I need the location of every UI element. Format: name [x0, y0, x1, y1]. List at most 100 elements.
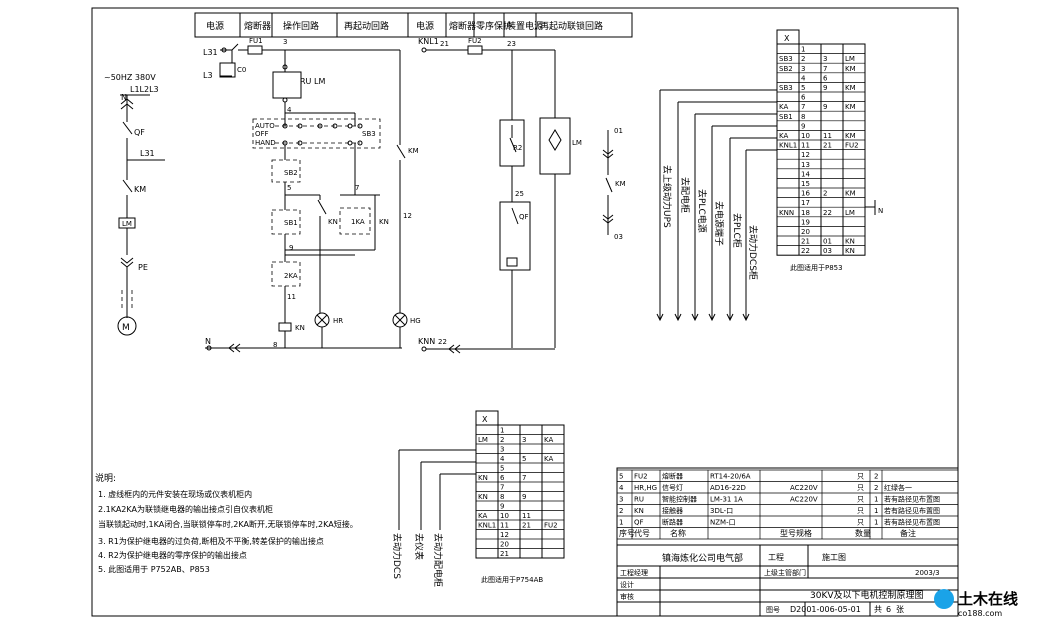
- ctrl-l3-label: L3: [203, 71, 213, 80]
- node-4: 4: [287, 106, 292, 114]
- header-fuse-1: 熔断器: [244, 20, 271, 32]
- bom-header-cell: 型号规格: [780, 528, 812, 538]
- header-fuse-2: 熔断器: [449, 20, 476, 32]
- sheet-prefix: 共: [874, 605, 882, 614]
- motor-label: M: [122, 323, 130, 333]
- header-interlock: 再起动联锁回路: [540, 20, 603, 32]
- node-8: 8: [273, 341, 277, 349]
- c0-label: C0: [237, 66, 246, 74]
- bom-cell: 信号灯: [662, 483, 683, 492]
- tb2-cell: 11: [522, 512, 531, 520]
- note-3: 3. R1为保护继电器的过负荷,断相及不平衡,转差保护的输出接点: [98, 536, 324, 546]
- tb1-cable-label: 去动力DCS柜: [747, 225, 759, 280]
- sb2-box: [271, 159, 301, 183]
- node-3: 3: [283, 38, 287, 46]
- tb2-cell: KNL1: [478, 522, 496, 530]
- off-label: OFF: [255, 130, 269, 138]
- tb2-cell: 8: [500, 493, 504, 501]
- watermark-brand: 土木在线: [958, 590, 1018, 608]
- tb2-cell: 10: [500, 512, 509, 520]
- tb1-cable-label: 去PLC电源: [696, 189, 708, 233]
- tb2-cell: KA: [544, 455, 553, 463]
- fu1-label: FU1: [249, 37, 263, 45]
- tb1-n-label: N: [878, 207, 883, 215]
- bom-header-cell: 数量: [855, 528, 871, 538]
- bom-cell: 2: [874, 473, 878, 481]
- tb1-cable-label: 去上级动力UPS: [661, 165, 673, 228]
- tb1-cell: 11: [801, 142, 810, 150]
- bom-cell: AC220V: [790, 484, 818, 492]
- tb1-cell: 17: [801, 199, 810, 207]
- bom-cell: 2: [619, 507, 623, 515]
- lm-ct-label: LM: [122, 220, 132, 228]
- bom-cell: AC220V: [790, 496, 818, 504]
- bom-cell: 断路器: [662, 518, 683, 527]
- header-operation: 操作回路: [283, 20, 319, 32]
- note-2: 2.1KA2KA为联锁继电器的输出接点引自仪表机柜: [98, 504, 273, 514]
- tb2-cell: KN: [478, 474, 488, 482]
- tb1-cell: KM: [845, 132, 856, 140]
- drawing-date: 2003/3: [915, 569, 940, 577]
- tb1-cell: KM: [845, 65, 856, 73]
- tb1-cell: KNL1: [779, 142, 797, 150]
- tb2-cell: KA: [544, 436, 553, 444]
- header-band: 电源 熔断器 操作回路 再起动回路 电源 熔断器 零序保护 装置电源 再起动联锁…: [194, 12, 633, 38]
- bom-cell: 红绿各一: [884, 483, 912, 492]
- node-11: 11: [287, 293, 296, 301]
- bom-cell: 若有路径见布置图: [884, 495, 940, 504]
- bom-cell: LM-31 1A: [710, 496, 743, 504]
- tb1-cell: 9: [823, 84, 827, 92]
- tb1-cell: 22: [823, 209, 832, 217]
- tb2-cell: 7: [522, 474, 526, 482]
- kn-coil-label: KN: [295, 324, 305, 332]
- drawing-border: [91, 7, 959, 617]
- company-name: 镇海炼化公司电气部: [662, 552, 743, 564]
- bom-cell: 4: [619, 484, 624, 492]
- tb1-cell: SB1: [779, 113, 793, 121]
- node-22: 22: [438, 338, 447, 346]
- bom-header-cell: 备注: [900, 528, 916, 538]
- sb2-label: SB2: [284, 169, 298, 177]
- watermark: 土木在线 co188.com: [934, 589, 1018, 618]
- tb2-cell: 12: [500, 531, 509, 539]
- zero-sequence-circuit: KNL1 21 FU2 23 R2 25 QF LM KNN 22 01: [418, 37, 626, 354]
- 2ka-box: [271, 261, 301, 287]
- header-zero-seq: 零序保护: [476, 20, 512, 32]
- watermark-url: co188.com: [958, 609, 1002, 618]
- note-5: 5. 此图适用于 P752AB、P853: [98, 564, 210, 574]
- tb1-cell: LM: [845, 209, 855, 217]
- tb2-cell: 20: [500, 541, 509, 549]
- bom-cell: AD16-22D: [710, 484, 746, 492]
- tb1-cell: 8: [801, 113, 805, 121]
- node-23: 23: [507, 40, 516, 48]
- km-main-label: KM: [134, 185, 146, 194]
- fu1-fuse: [247, 45, 263, 55]
- hg-label: HG: [410, 317, 421, 325]
- dwgno-label: 图号: [766, 606, 780, 614]
- tb1-caption: 此图适用于P853: [790, 263, 843, 272]
- bom-cell: HR,HG: [634, 484, 657, 492]
- sb1-box: [271, 209, 301, 235]
- ru-controller-box: [272, 71, 302, 99]
- tb1-cell: 6: [801, 94, 806, 102]
- tb1-cell: 12: [801, 151, 810, 159]
- note-1: 1. 虚线框内的元件安装在现场或仪表机柜内: [98, 489, 252, 499]
- ru-label: RU: [300, 77, 312, 86]
- tb1-cell: 7: [823, 65, 827, 73]
- tb1-cell: SB2: [779, 65, 793, 73]
- supply-voltage-label: ~50HZ 380V: [104, 73, 156, 82]
- tb1-cell: 14: [801, 170, 810, 178]
- bom-cell: 只: [857, 519, 864, 527]
- auto-label: AUTO: [255, 122, 275, 130]
- knn-label: KNN: [418, 337, 435, 346]
- tb2-cable-label: 去动力配电柜: [432, 533, 444, 587]
- tb1-cell: SB3: [779, 84, 793, 92]
- notes-title: 说明:: [95, 472, 116, 484]
- sb1-label: SB1: [284, 219, 298, 227]
- drawing-number: D2001-006-05-01: [790, 605, 861, 614]
- tb1-cell: 5: [801, 84, 805, 92]
- tb2-cell: 1: [500, 427, 504, 435]
